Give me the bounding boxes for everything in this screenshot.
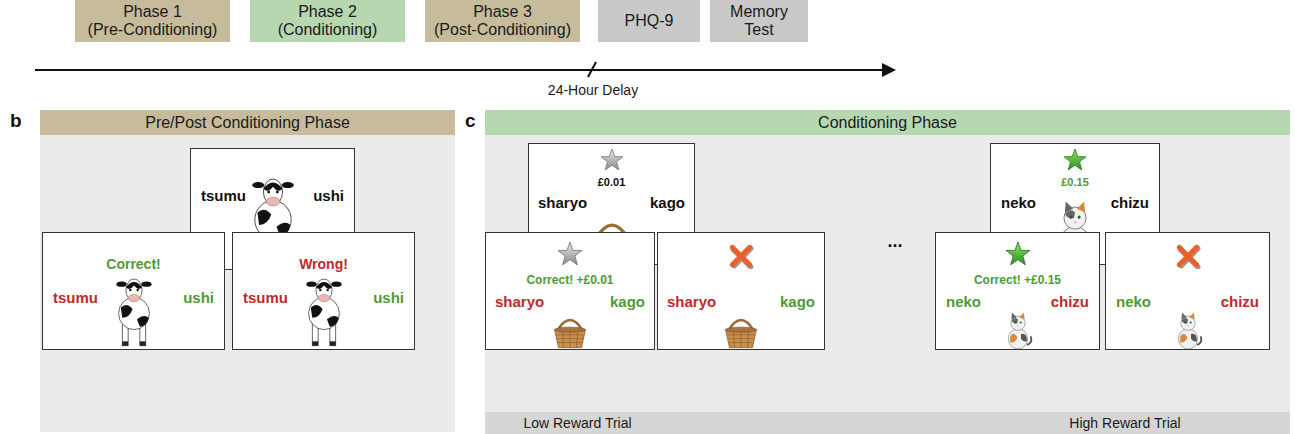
feedback-text: Wrong! (233, 255, 414, 273)
word-option: ushi (313, 187, 344, 205)
cow-picture (302, 275, 346, 349)
word-option: sharyo (495, 293, 544, 311)
word-option: tsumu (53, 289, 98, 307)
word-option: chizu (1221, 293, 1259, 311)
phase-panel: Conditioning Phase£0.01sharyokagoCorrect… (485, 110, 1290, 412)
panel-letter: c (465, 112, 485, 130)
phase-box: Phase 2 (Conditioning) (250, 0, 405, 42)
phase-box: Memory Test (710, 0, 808, 42)
timeline-axis (35, 69, 882, 71)
trial-type-label: High Reward Trial (1035, 414, 1215, 432)
cross-picture (728, 243, 754, 269)
panel-header: Pre/Post Conditioning Phase (40, 110, 455, 135)
starS-picture (557, 241, 583, 267)
phase-box: Phase 1 (Pre-Conditioning) (75, 0, 230, 42)
cat-picture (1173, 312, 1203, 350)
starG-picture (1005, 241, 1031, 267)
phase-label: Memory Test (716, 3, 802, 39)
basket-picture (549, 313, 591, 349)
stimulus-card: Correct! +£0.15 neko chizu (935, 232, 1100, 350)
phase-label: Phase 1 (Pre-Conditioning) (81, 3, 224, 39)
stimulus-card: Correct! tsumu ushi (42, 232, 225, 350)
delay-tick (588, 62, 596, 77)
panel-letter: b (10, 112, 30, 130)
feedback-text: £0.15 (991, 173, 1159, 191)
panel-title: Pre/Post Conditioning Phase (145, 114, 350, 131)
trial-type-label: Low Reward Trial (490, 414, 665, 432)
feedback-text: £0.01 (529, 173, 694, 191)
cross-picture (1175, 243, 1201, 269)
starG-picture (1063, 148, 1087, 172)
word-option: ushi (183, 289, 214, 307)
stimulus-card: sharyo kago (657, 232, 825, 350)
word-option: tsumu (201, 187, 246, 205)
word-option: ushi (373, 289, 404, 307)
stimulus-card: Wrong! tsumu ushi (232, 232, 415, 350)
basket-picture (720, 313, 762, 349)
feedback-text: Correct! +£0.15 (936, 271, 1099, 289)
word-option: tsumu (243, 289, 288, 307)
trial-type-bar (485, 412, 1290, 434)
phase-box: PHQ-9 (598, 0, 700, 42)
phase-label: Phase 2 (Conditioning) (256, 3, 399, 39)
starS-picture (600, 148, 624, 172)
word-option: chizu (1111, 194, 1149, 212)
phase-panel: Pre/Post Conditioning PhasetsumuushiCorr… (40, 110, 455, 432)
panel-title: Conditioning Phase (818, 114, 957, 131)
timeline-arrowhead (882, 63, 896, 77)
phase-box: Phase 3 (Post-Conditioning) (425, 0, 580, 42)
word-option: sharyo (667, 293, 716, 311)
word-option: neko (1116, 293, 1151, 311)
word-option: sharyo (538, 194, 587, 212)
word-option: neko (946, 293, 981, 311)
delay-label: 24-Hour Delay (537, 81, 649, 99)
stimulus-card: neko chizu (1105, 232, 1270, 350)
stimulus-card: Correct! +£0.01 sharyo kago (485, 232, 655, 350)
cat-picture (1003, 312, 1033, 350)
word-option: chizu (1051, 293, 1089, 311)
word-option: kago (650, 194, 685, 212)
cow-picture (112, 275, 156, 349)
word-option: kago (780, 293, 815, 311)
feedback-text: Correct! (43, 255, 224, 273)
feedback-text: Correct! +£0.01 (486, 271, 654, 289)
ellipsis: ... (875, 232, 915, 250)
word-option: neko (1001, 194, 1036, 212)
phase-label: PHQ-9 (625, 12, 674, 30)
word-option: kago (610, 293, 645, 311)
panel-header: Conditioning Phase (485, 110, 1290, 135)
phase-label: Phase 3 (Post-Conditioning) (431, 3, 574, 39)
